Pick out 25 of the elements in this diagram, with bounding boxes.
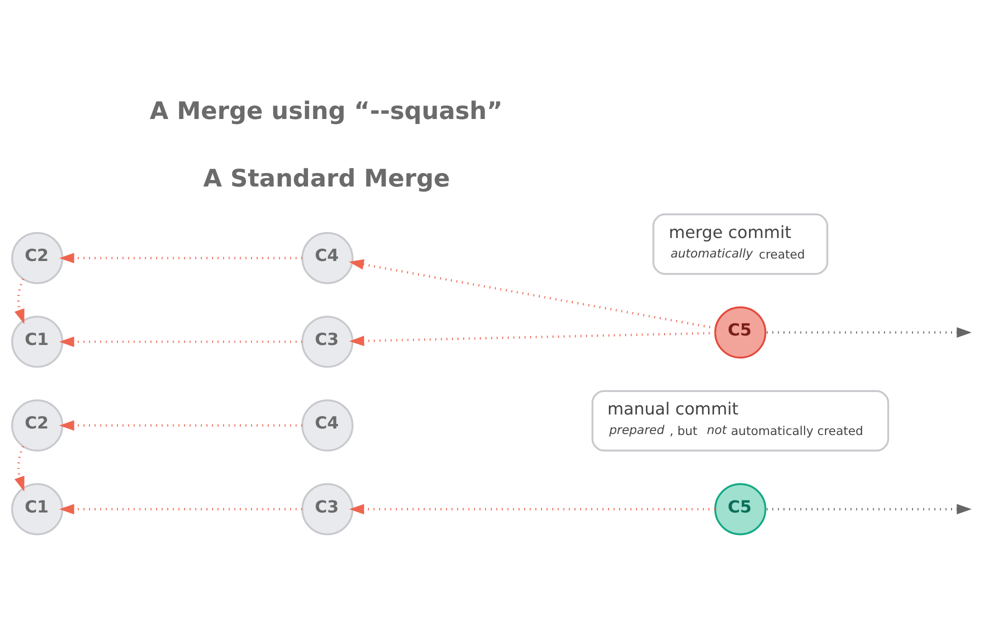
arrow bbox=[59, 503, 302, 514]
node-circle: C2 bbox=[11, 232, 64, 284]
arrow bbox=[59, 336, 302, 346]
arrow bbox=[766, 326, 972, 338]
arrow bbox=[766, 503, 972, 514]
node-box: manual commit prepared, but not automatically created bbox=[592, 390, 890, 451]
arrow bbox=[59, 420, 302, 430]
node-circle: C1 bbox=[11, 482, 64, 535]
node-circle: C3 bbox=[301, 482, 354, 535]
node-circle: C3 bbox=[301, 315, 354, 368]
node-box: merge commit automatically created bbox=[652, 212, 828, 274]
node-circle: C4 bbox=[301, 232, 354, 284]
node-circle: C4 bbox=[301, 398, 354, 451]
node-circle: C2 bbox=[11, 398, 64, 451]
label: A Merge using “--squash” bbox=[150, 96, 503, 124]
arrow bbox=[349, 331, 716, 346]
node-circle: C5 bbox=[714, 306, 766, 358]
node-circle: C1 bbox=[11, 315, 64, 368]
arrow bbox=[349, 503, 715, 514]
label: A Standard Merge bbox=[203, 164, 450, 192]
arrow bbox=[14, 445, 24, 492]
arrow bbox=[14, 278, 24, 324]
arrow bbox=[348, 258, 716, 329]
node-circle: C5 bbox=[714, 482, 766, 535]
arrow bbox=[59, 252, 302, 263]
